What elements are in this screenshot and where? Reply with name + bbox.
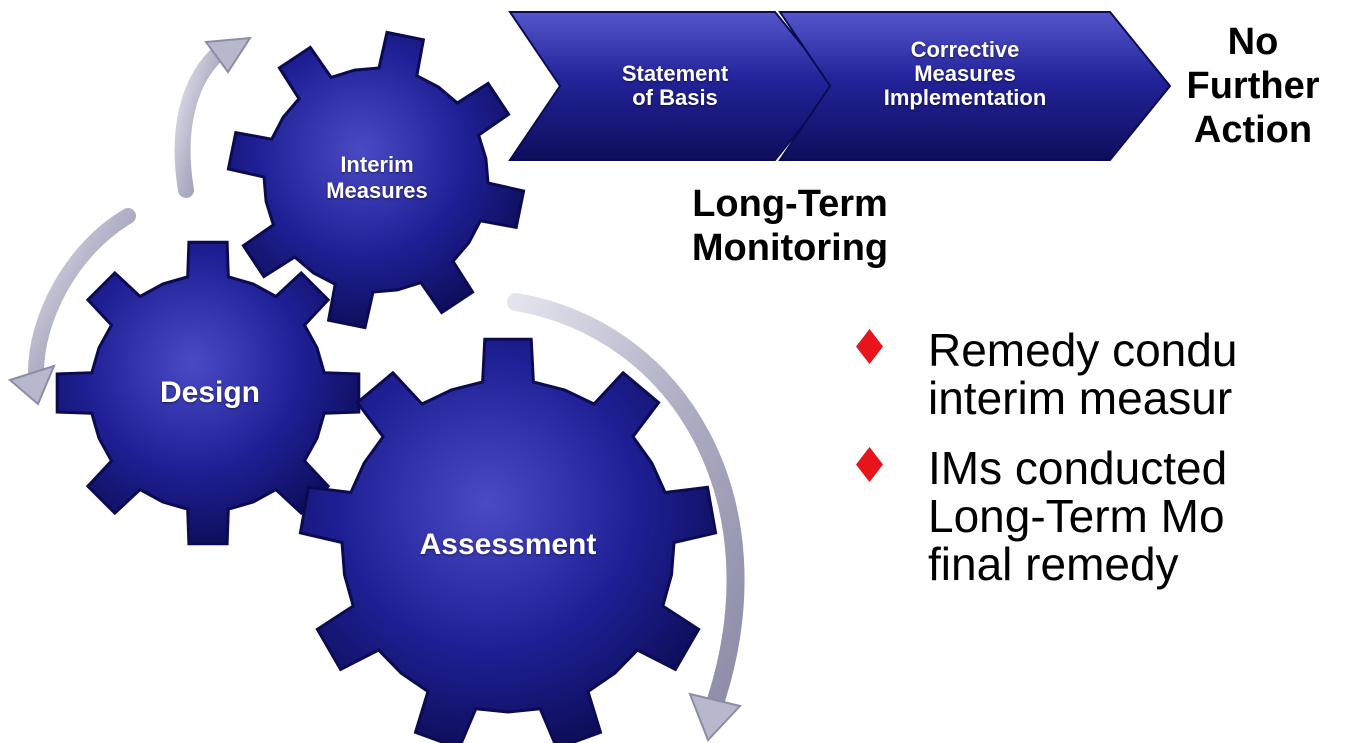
bullet-item: ♦ Remedy condu interim measur [848, 320, 1349, 424]
gear-design-label: Design [159, 376, 261, 409]
arrow-head-interim [204, 36, 252, 74]
bullet-item: ♦ IMs conducted Long-Term Mo final remed… [848, 438, 1349, 590]
red-diamond-icon: ♦ [848, 438, 892, 494]
gear-assessment-label: Assessment [419, 528, 597, 561]
process-chevrons [508, 11, 1172, 161]
bullet-text: Remedy condu interim measur [928, 324, 1238, 424]
gear-design [55, 240, 361, 546]
bullet-text: IMs conducted Long-Term Mo final remedy [928, 442, 1228, 590]
gears [55, 30, 718, 743]
chevron-corrective-label: Corrective Measures Implementation [883, 37, 1047, 110]
no-further-action-label: No Further Action [1186, 21, 1320, 151]
arrow-head-assessment [688, 692, 742, 742]
bullet-list: ♦ Remedy condu interim measur ♦ IMs cond… [848, 320, 1349, 610]
gear-assessment [298, 337, 718, 743]
gear-interim-label: Interim Measures [326, 152, 428, 203]
cycle-arrows [7, 36, 745, 742]
arrow-to-assessment [507, 293, 745, 709]
chevron-corrective [778, 11, 1172, 161]
chevron-statement [508, 11, 837, 161]
chevron-statement-label: Statement of Basis [621, 61, 729, 110]
arrow-to-design [28, 208, 136, 380]
arrow-to-interim [174, 42, 230, 198]
arrow-head-design [7, 364, 56, 406]
long-term-monitoring-label: Long-Term Monitoring [691, 183, 889, 269]
red-diamond-icon: ♦ [848, 320, 892, 376]
gear-interim [226, 30, 526, 330]
